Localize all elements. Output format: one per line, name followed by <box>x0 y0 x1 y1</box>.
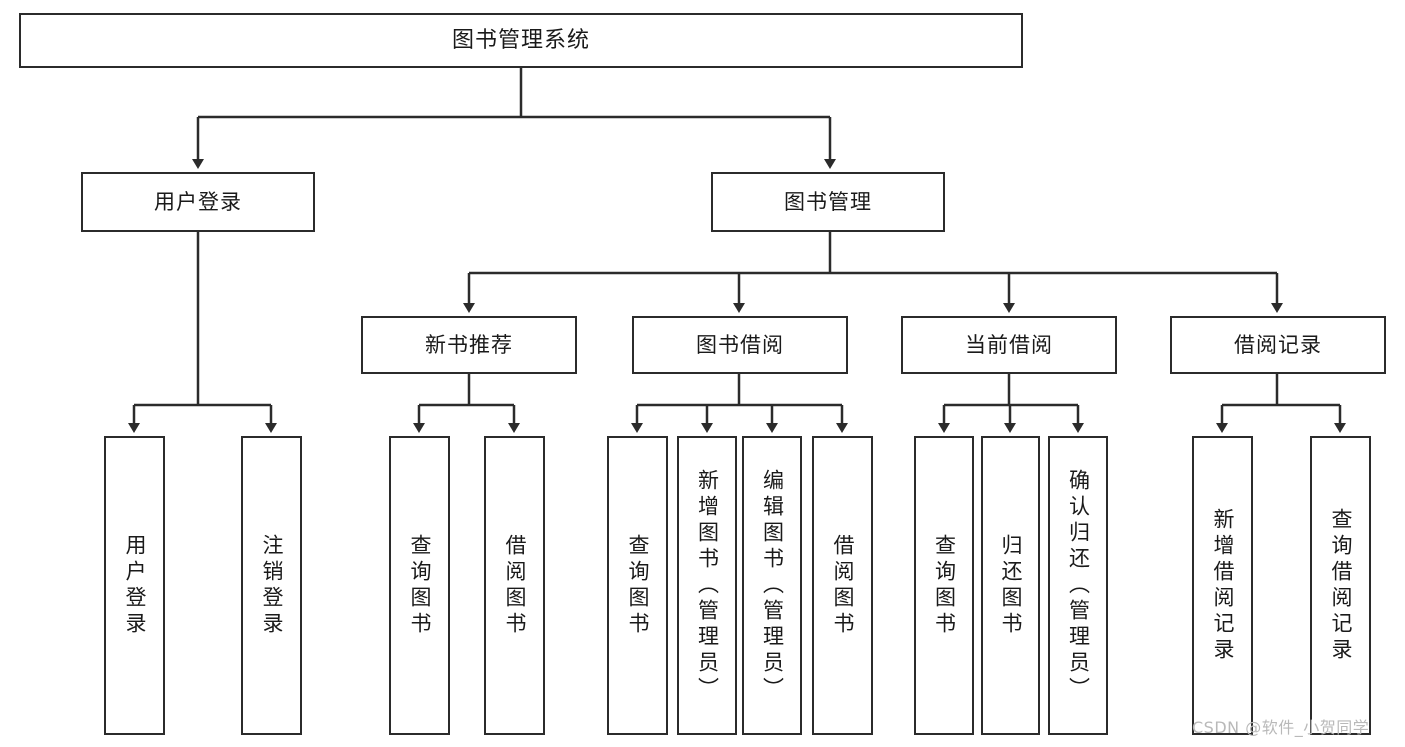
node-borrow-record[interactable]: 借阅记录 <box>1170 316 1386 374</box>
node-label: 查询图书 <box>932 533 957 638</box>
leaf-current-borrow-confirm-return[interactable]: 确认归还（管理员） <box>1048 436 1108 735</box>
node-book-borrow[interactable]: 图书借阅 <box>632 316 848 374</box>
leaf-current-borrow-query[interactable]: 查询图书 <box>914 436 974 735</box>
node-label: 当前借阅 <box>965 332 1053 357</box>
node-label: 用户登录 <box>154 189 242 214</box>
node-user-login[interactable]: 用户登录 <box>81 172 315 232</box>
node-label: 借阅记录 <box>1234 332 1322 357</box>
node-label: 图书管理 <box>784 189 872 214</box>
node-label: 查询图书 <box>408 533 432 638</box>
leaf-new-book-borrow[interactable]: 借阅图书 <box>484 436 545 735</box>
node-label: 借阅图书 <box>831 533 855 638</box>
node-label: 查询图书 <box>626 533 650 638</box>
node-root-book-management-system[interactable]: 图书管理系统 <box>19 13 1023 68</box>
node-new-book-recommend[interactable]: 新书推荐 <box>361 316 577 374</box>
node-label: 借阅图书 <box>503 533 527 638</box>
leaf-user-login-signin[interactable]: 用户登录 <box>104 436 165 735</box>
leaf-user-login-logout[interactable]: 注销登录 <box>241 436 302 735</box>
leaf-book-borrow-edit[interactable]: 编辑图书（管理员） <box>742 436 802 735</box>
node-label: 注销登录 <box>260 533 284 638</box>
leaf-borrow-record-add[interactable]: 新增借阅记录 <box>1192 436 1253 735</box>
leaf-borrow-record-query[interactable]: 查询借阅记录 <box>1310 436 1371 735</box>
leaf-current-borrow-return[interactable]: 归还图书 <box>981 436 1040 735</box>
csdn-watermark: CSDN @软件_小贺同学 <box>1192 718 1370 737</box>
node-label: 确认归还（管理员） <box>1066 468 1091 703</box>
node-label: 归还图书 <box>999 533 1023 638</box>
node-label: 图书管理系统 <box>451 27 590 53</box>
node-label: 新书推荐 <box>425 332 513 357</box>
node-label: 用户登录 <box>123 533 147 638</box>
node-label: 新增借阅记录 <box>1211 507 1235 664</box>
leaf-book-borrow-lend[interactable]: 借阅图书 <box>812 436 873 735</box>
node-label: 新增图书（管理员） <box>695 468 720 703</box>
node-label: 查询借阅记录 <box>1329 507 1353 664</box>
node-current-borrow[interactable]: 当前借阅 <box>901 316 1117 374</box>
leaf-book-borrow-query[interactable]: 查询图书 <box>607 436 668 735</box>
leaf-new-book-query[interactable]: 查询图书 <box>389 436 450 735</box>
node-book-management[interactable]: 图书管理 <box>711 172 945 232</box>
node-label: 编辑图书（管理员） <box>760 468 785 703</box>
leaf-book-borrow-add[interactable]: 新增图书（管理员） <box>677 436 737 735</box>
node-label: 图书借阅 <box>696 332 784 357</box>
